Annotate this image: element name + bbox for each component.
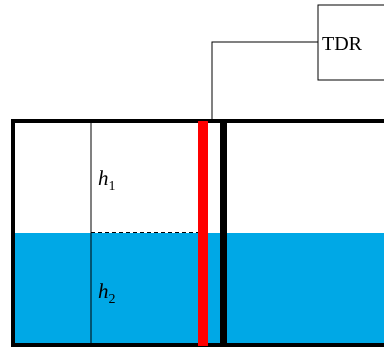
h1-label: h1 — [98, 166, 116, 194]
tdr-probe-rod — [198, 121, 208, 346]
tdr-label: TDR — [322, 33, 363, 55]
tdr-cable — [211, 41, 318, 121]
black-rod — [220, 121, 227, 346]
tdr-box — [317, 4, 384, 81]
h2-label: h2 — [98, 279, 116, 307]
h2-subscript: 2 — [109, 292, 116, 307]
h1-subscript: 1 — [109, 179, 116, 194]
h2-symbol: h — [98, 279, 109, 303]
h1-symbol: h — [98, 166, 109, 190]
